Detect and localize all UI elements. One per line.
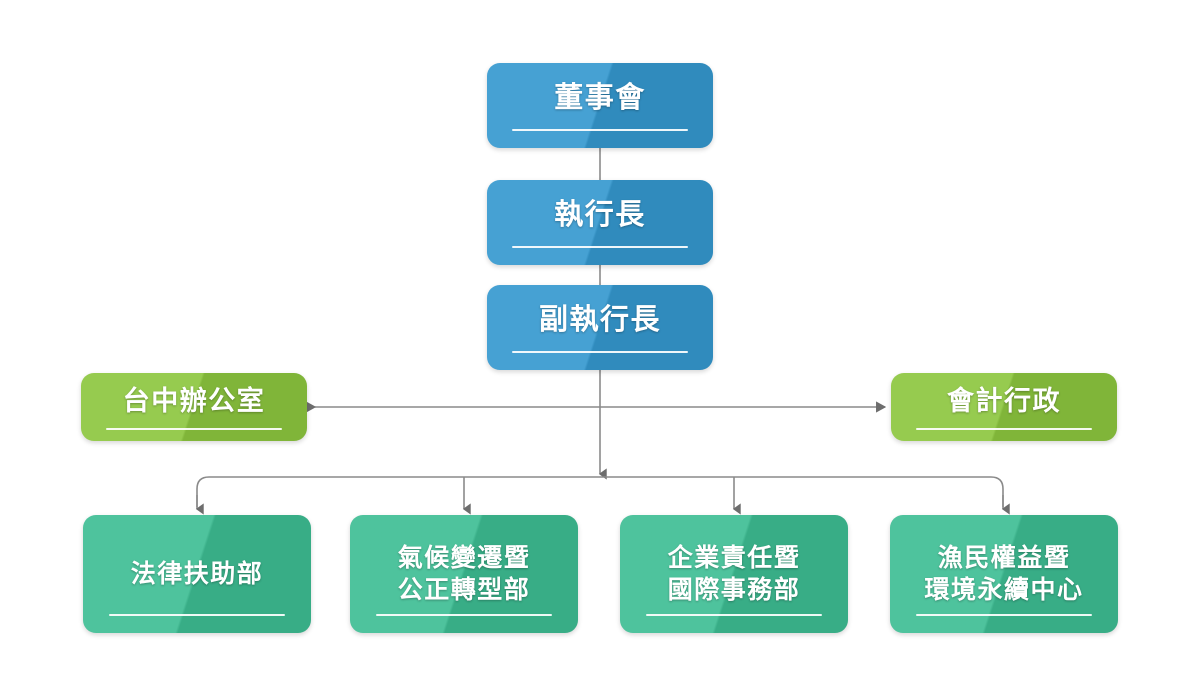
connector-department-bus xyxy=(196,476,1004,507)
node-corporate-intl[interactable]: 企業責任暨 國際事務部 xyxy=(620,515,848,633)
node-taichung-office[interactable]: 台中辦公室 xyxy=(81,373,307,441)
node-accounting-admin[interactable]: 會計行政 xyxy=(891,373,1117,441)
node-legal-aid-label: 法律扶助部 xyxy=(130,560,264,588)
node-fishermen-rights-label: 漁民權益暨 環境永續中心 xyxy=(924,544,1084,604)
node-board-underline xyxy=(512,128,688,131)
node-climate-change-underline xyxy=(376,614,552,616)
node-deputy-ceo-underline xyxy=(512,350,688,353)
node-climate-change[interactable]: 氣候變遷暨 公正轉型部 xyxy=(350,515,578,633)
node-legal-aid-underline xyxy=(109,614,285,616)
node-ceo-underline xyxy=(512,245,688,248)
node-accounting-admin-underline xyxy=(916,427,1092,430)
node-ceo[interactable]: 執行長 xyxy=(487,180,713,265)
node-board[interactable]: 董事會 xyxy=(487,63,713,148)
node-ceo-label: 執行長 xyxy=(554,199,646,232)
node-accounting-admin-label: 會計行政 xyxy=(947,386,1061,417)
node-fishermen-rights-underline xyxy=(916,614,1092,616)
node-climate-change-label: 氣候變遷暨 公正轉型部 xyxy=(397,544,531,604)
node-taichung-office-label: 台中辦公室 xyxy=(122,386,266,417)
node-taichung-office-underline xyxy=(106,427,282,430)
node-board-label: 董事會 xyxy=(554,82,646,115)
node-corporate-intl-label: 企業責任暨 國際事務部 xyxy=(667,544,801,604)
node-legal-aid[interactable]: 法律扶助部 xyxy=(83,515,311,633)
node-fishermen-rights[interactable]: 漁民權益暨 環境永續中心 xyxy=(890,515,1118,633)
node-corporate-intl-underline xyxy=(646,614,822,616)
node-deputy-ceo[interactable]: 副執行長 xyxy=(487,285,713,370)
node-deputy-ceo-label: 副執行長 xyxy=(538,304,661,337)
